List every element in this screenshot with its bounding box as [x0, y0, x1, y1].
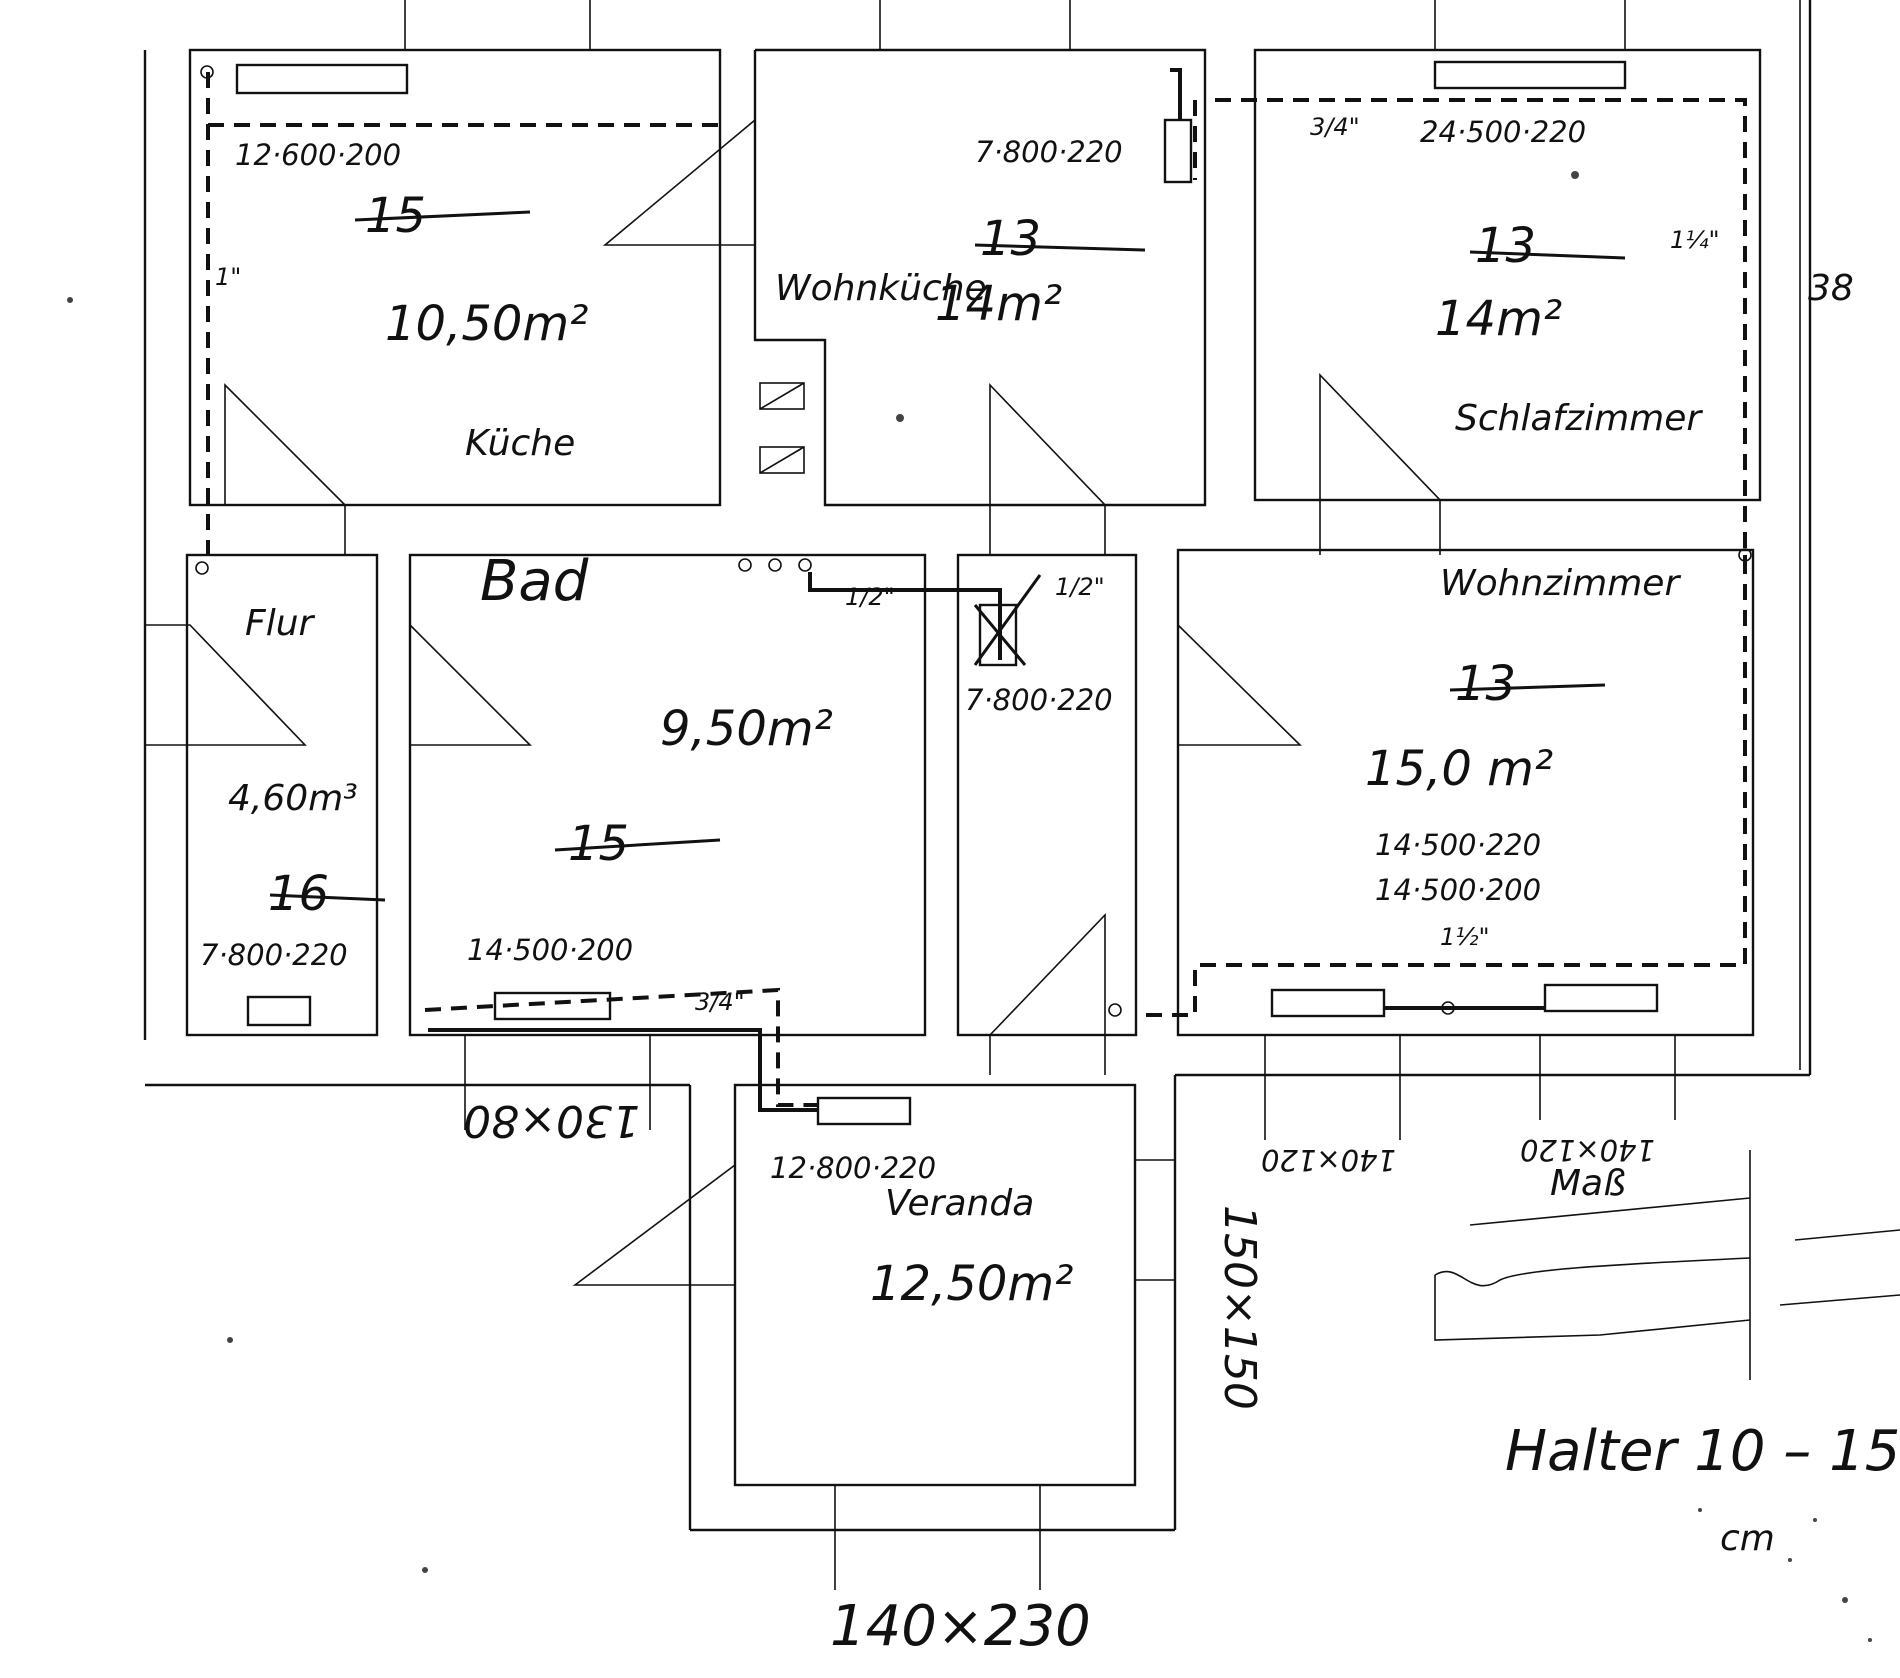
radiator-flur [246, 995, 312, 1027]
halter-label: Halter 10 – 15 [1505, 1419, 1900, 1484]
detail-sketch: Maß Halter 10 – 15 cm 38 [1434, 268, 1900, 1559]
bad-temp: 15 [568, 816, 629, 872]
radiator-veranda [816, 1096, 912, 1126]
schlafzimmer-temp: 13 [1475, 218, 1536, 274]
veranda-side-window-size: 150×150 [1214, 1205, 1265, 1410]
room-wohnkueche: 7·800·220 13 Wohnküche 14m² [602, 48, 1207, 555]
chimney [759, 382, 904, 474]
room-flur: Flur 4,60m³ 16 7·800·220 [144, 553, 386, 1037]
schlafzimmer-area: 14m² [1435, 291, 1562, 347]
flur-radiator-spec: 7·800·220 [200, 938, 348, 972]
veranda-area: 12,50m² [870, 1256, 1073, 1312]
kueche-pipe-size: 1" [215, 263, 241, 291]
edge-text: 38 [1808, 268, 1854, 309]
radiator-wohnkueche [1163, 118, 1193, 184]
wohnzimmer-name: Wohnzimmer [1440, 563, 1681, 604]
room-wohnzimmer: Wohnzimmer 13 15,0 m² 14·500·220 14·500·… [1176, 548, 1755, 1037]
exterior-walls [143, 0, 1812, 1532]
window-labels: 130×80 140×230 150×150 140×120 140×120 [463, 1035, 1676, 1659]
wz-window-left-size: 140×120 [1261, 1143, 1396, 1177]
scan-noise [67, 297, 1872, 1642]
wohnzimmer-pipe: 1½" [1440, 923, 1490, 951]
kueche-radiator-spec: 12·600·200 [235, 138, 401, 172]
veranda-name: Veranda [885, 1183, 1034, 1224]
wohnzimmer-area: 15,0 m² [1365, 741, 1553, 797]
radiator-wohnzimmer-1 [1270, 988, 1386, 1018]
wohnzimmer-radiator-spec-2: 14·500·200 [1375, 873, 1541, 907]
schlafzimmer-pipe-a: 3/4" [1310, 113, 1360, 141]
room-veranda: 12·800·220 Veranda 12,50m² [572, 1083, 1175, 1487]
wohnzimmer-radiator-spec-1: 14·500·220 [1375, 828, 1541, 862]
bad-radiator-spec: 14·500·200 [467, 933, 633, 967]
gang-pipe: 1/2" [1055, 573, 1105, 601]
kueche-area: 10,50m² [385, 296, 588, 352]
schlafzimmer-name: Schlafzimmer [1455, 398, 1703, 439]
bad-area: 9,50m² [660, 701, 833, 757]
veranda-radiator-spec: 12·800·220 [770, 1151, 936, 1185]
wohnkueche-area: 14m² [935, 276, 1062, 332]
room-bad: Bad 1/2" 9,50m² 15 14·500·200 3/4" [408, 549, 927, 1037]
bad-pipe-a: 1/2" [845, 583, 895, 611]
radiator-wohnzimmer-2 [1543, 983, 1659, 1013]
schlafzimmer-pipe-b: 1¼" [1670, 226, 1720, 254]
radiator-kueche [235, 63, 409, 95]
room-gang: 1/2" 7·800·220 [956, 553, 1138, 1075]
gang-radiator-spec: 7·800·220 [965, 683, 1113, 717]
room-schlafzimmer: 3/4" 24·500·220 13 1¼" 14m² Schlafzimmer [1253, 48, 1762, 555]
radiator-schlafzimmer [1433, 60, 1627, 90]
wz-window-right-size: 140×120 [1520, 1133, 1655, 1167]
wohnkueche-radiator-spec: 7·800·220 [975, 135, 1123, 169]
wohnkueche-temp: 13 [980, 211, 1041, 267]
wohnzimmer-temp: 13 [1455, 656, 1516, 712]
bad-name: Bad [480, 549, 589, 614]
bottom-note: cm [1720, 1518, 1775, 1559]
kueche-name: Küche [465, 423, 575, 464]
veranda-window-size: 140×230 [830, 1594, 1091, 1659]
flur-area: 4,60m³ [228, 778, 358, 819]
bad-window-size: 130×80 [463, 1095, 640, 1146]
flur-name: Flur [245, 603, 316, 644]
wohnkueche-name: Wohnküche [775, 268, 987, 309]
mass-label: Maß [1550, 1163, 1626, 1204]
schlafzimmer-radiator-spec: 24·500·220 [1420, 115, 1586, 149]
heating-pipes [195, 68, 1752, 1112]
